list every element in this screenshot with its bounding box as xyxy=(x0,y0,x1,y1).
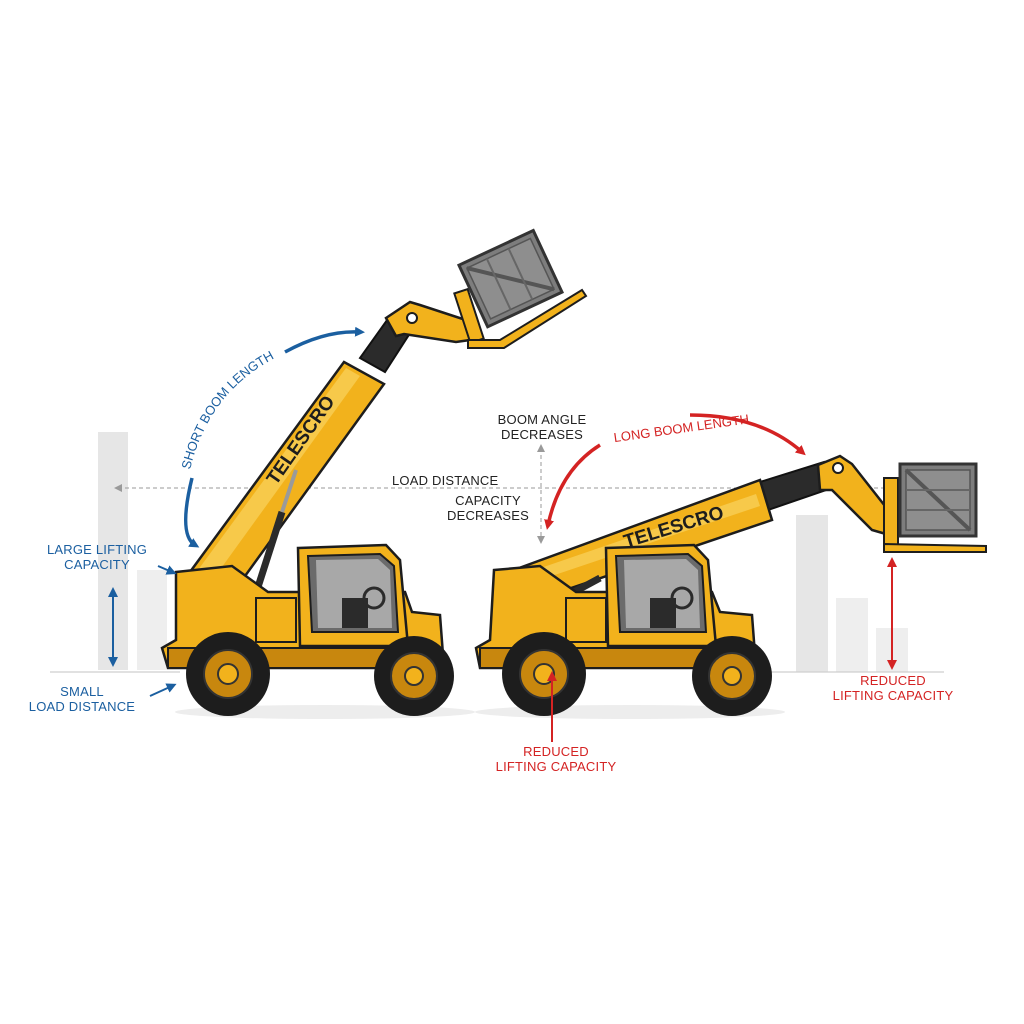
label-line: DECREASES xyxy=(447,508,529,523)
large-capacity-pointer xyxy=(157,565,177,575)
fork xyxy=(883,542,987,553)
short-boom-length-label: SHORT BOOM LENGTH xyxy=(178,348,276,471)
rear-wheel xyxy=(692,636,772,716)
boom-highlight xyxy=(198,368,360,578)
label-line: REDUCED xyxy=(523,744,589,759)
label-line: REDUCED xyxy=(860,673,926,688)
long-boom-arc-arrow xyxy=(689,413,806,456)
large-lifting-capacity-label: LARGE LIFTING CAPACITY xyxy=(38,542,156,572)
crate xyxy=(456,228,565,329)
crate xyxy=(898,462,978,538)
pivot-pin xyxy=(406,312,418,324)
label-line: LIFTING CAPACITY xyxy=(832,688,954,703)
reduced-capacity-label-right: REDUCED LIFTING CAPACITY xyxy=(818,673,968,703)
short-boom-arc-arrow xyxy=(284,326,365,354)
boom-highlight xyxy=(506,494,760,590)
short-boom-arc-arrow xyxy=(183,477,200,548)
pivot-pin xyxy=(832,462,844,474)
label-line: CAPACITY xyxy=(455,493,521,508)
label-line: BOOM ANGLE xyxy=(497,412,587,427)
telehandler-long-boom: TELESCRO xyxy=(474,454,987,716)
small-distance-pointer xyxy=(149,683,177,697)
label-line: SMALL xyxy=(60,684,104,699)
engine-cover xyxy=(565,597,607,643)
capacity-bar-tall xyxy=(796,515,828,672)
front-wheel xyxy=(502,632,586,716)
load-distance-label: LOAD DISTANCE xyxy=(392,473,498,488)
long-boom-length-label: LONG BOOM LENGTH xyxy=(613,411,750,445)
steering-wheel xyxy=(362,586,386,610)
boom-angle-decreases-label: BOOM ANGLE DECREASES xyxy=(486,412,598,442)
front-wheel xyxy=(186,632,270,716)
cab-glass xyxy=(624,559,700,628)
long-boom-arc-arrow xyxy=(544,443,601,530)
small-load-distance-label: SMALL LOAD DISTANCE xyxy=(20,684,144,714)
label-line: LOAD DISTANCE xyxy=(28,699,136,714)
cab-glass xyxy=(316,559,392,628)
engine-cover xyxy=(255,597,297,643)
label-line: DECREASES xyxy=(501,427,583,442)
capacity-decreases-label: CAPACITY DECREASES xyxy=(438,493,538,523)
rear-wheel xyxy=(374,636,454,716)
steering-wheel xyxy=(670,586,694,610)
label-line: LIFTING CAPACITY xyxy=(495,759,617,774)
label-line: LOAD DISTANCE xyxy=(392,473,499,488)
label-line: CAPACITY xyxy=(64,557,130,572)
fork-carriage xyxy=(883,477,899,551)
capacity-bar-short xyxy=(137,570,167,670)
fork xyxy=(467,288,588,349)
label-line: LARGE LIFTING xyxy=(46,542,148,557)
telehandler-short-boom: TELESCRO xyxy=(160,228,588,716)
reduced-capacity-label-center: REDUCED LIFTING CAPACITY xyxy=(482,744,630,774)
hydraulic-rod xyxy=(280,469,298,513)
capacity-bar-medium xyxy=(836,598,868,672)
